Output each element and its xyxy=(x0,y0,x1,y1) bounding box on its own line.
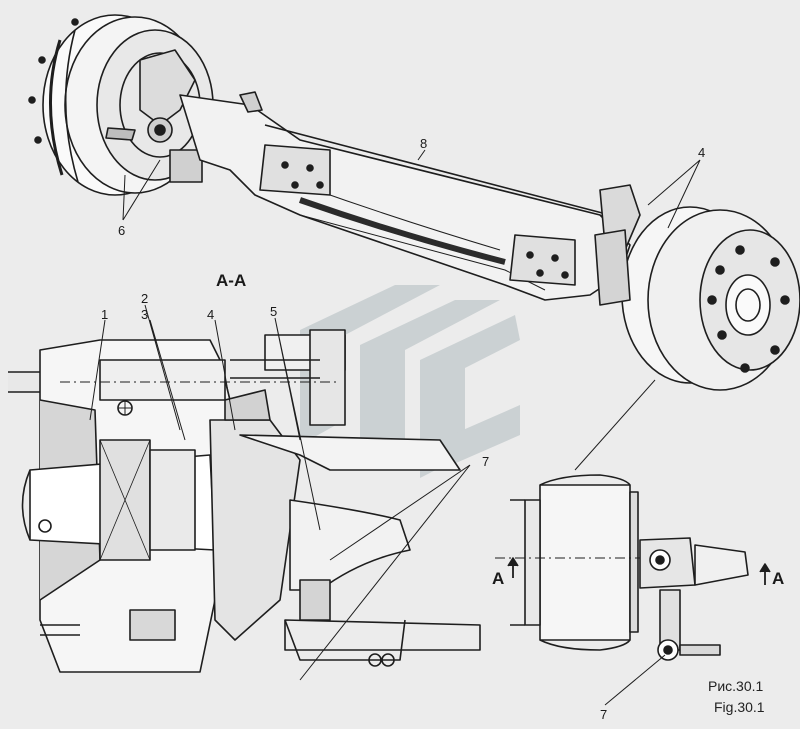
axle-beam xyxy=(179,91,631,301)
figure-caption-en: Fig.30.1 xyxy=(714,699,765,715)
callout-8: 8 xyxy=(420,136,428,151)
section-mark-left: A xyxy=(492,569,505,588)
side-view xyxy=(495,379,771,706)
axle-assembly-view xyxy=(28,14,800,391)
callout-7-view: 7 xyxy=(600,707,608,722)
section-a-a-view xyxy=(8,304,481,681)
callout-6: 6 xyxy=(118,223,126,238)
callout-7-section: 7 xyxy=(482,454,490,469)
right-brake-drum xyxy=(594,184,800,391)
callout-4-section: 4 xyxy=(207,307,215,322)
callout-2: 2 xyxy=(141,291,149,306)
section-title: A-A xyxy=(216,271,247,290)
section-mark-right: A xyxy=(772,569,785,588)
callout-1: 1 xyxy=(101,307,109,322)
callout-4-view: 4 xyxy=(698,145,706,160)
callout-5: 5 xyxy=(270,304,278,319)
figure-caption-ru: Рис.30.1 xyxy=(708,678,764,694)
callout-3: 3 xyxy=(141,307,149,322)
